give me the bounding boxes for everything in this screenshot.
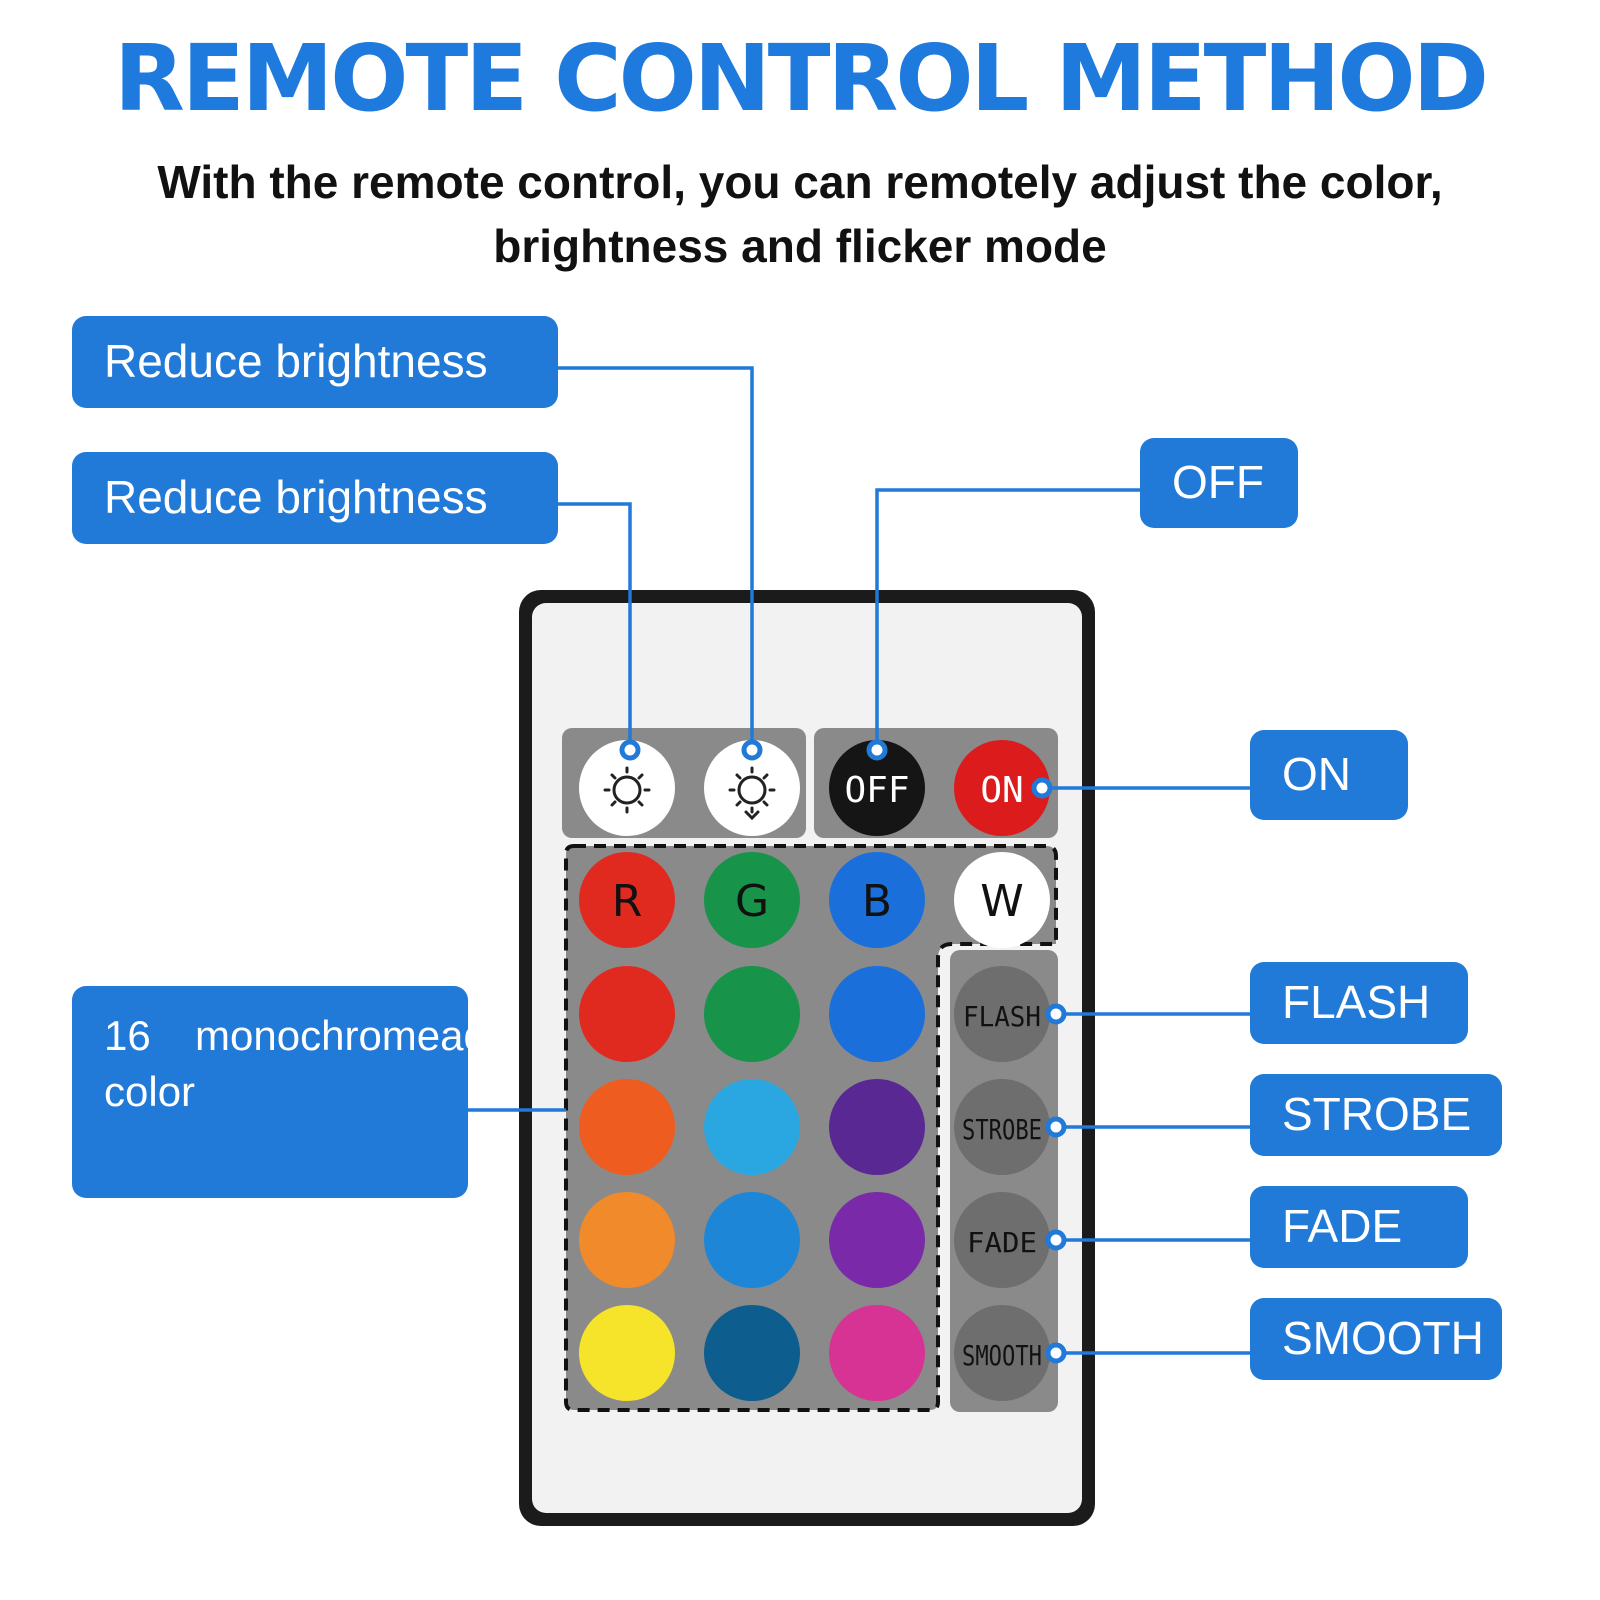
callout-16-color-line-2: monochrome xyxy=(195,1012,441,1059)
callout-fade: FADE xyxy=(1250,1186,1468,1268)
color-button-r2-c2[interactable] xyxy=(704,1079,800,1175)
white-button[interactable]: W xyxy=(954,852,1050,948)
callout-reduce-brightness-top: Reduce brightness xyxy=(72,316,558,408)
dot-off xyxy=(866,739,888,761)
smooth-button[interactable]: SMOOTH xyxy=(954,1305,1050,1401)
callout-smooth: SMOOTH xyxy=(1250,1298,1502,1380)
connector-dots xyxy=(619,739,1067,1364)
on-button[interactable]: ON xyxy=(954,740,1050,836)
brightness-up-icon xyxy=(737,775,767,805)
callout-flash: FLASH xyxy=(1250,962,1468,1044)
dot-reduce-bottom xyxy=(619,739,641,761)
green-button[interactable]: G xyxy=(704,852,800,948)
blue-button-label: B xyxy=(862,876,892,927)
connector-reduce-top xyxy=(558,366,754,748)
color-area-dashed-outline xyxy=(564,844,1058,1412)
flash-button-label: FLASH xyxy=(963,1000,1041,1033)
dot-smooth xyxy=(1045,1342,1067,1364)
color-button-grid xyxy=(579,966,925,1401)
brightness-down-button[interactable] xyxy=(579,740,675,836)
callout-16-color-line-1: 16 color xyxy=(104,1012,196,1115)
color-button-r4-c2[interactable] xyxy=(704,1305,800,1401)
subtitle-line-1: With the remote control, you can remotel… xyxy=(157,156,1443,208)
red-button[interactable]: R xyxy=(579,852,675,948)
color-panel xyxy=(566,846,1056,1410)
color-button-r3-c1[interactable] xyxy=(579,1192,675,1288)
color-button-r2-c3[interactable] xyxy=(829,1079,925,1175)
subtitle-line-2: brightness and flicker mode xyxy=(493,220,1107,272)
green-button-label: G xyxy=(735,876,769,927)
off-button-label: OFF xyxy=(844,770,909,811)
brightness-up-button[interactable] xyxy=(704,740,800,836)
dot-on xyxy=(1031,777,1053,799)
color-button-r1-c1[interactable] xyxy=(579,966,675,1062)
strobe-button[interactable]: STROBE xyxy=(954,1079,1050,1175)
red-button-label: R xyxy=(612,876,643,927)
smooth-button-label: SMOOTH xyxy=(962,1339,1042,1372)
connector-off xyxy=(875,488,1140,748)
color-button-r1-c2[interactable] xyxy=(704,966,800,1062)
white-button-label: W xyxy=(980,876,1024,927)
dot-flash xyxy=(1045,1003,1067,1025)
color-button-r3-c2[interactable] xyxy=(704,1192,800,1288)
connector-lines xyxy=(468,366,1250,1355)
mode-panel xyxy=(950,950,1058,1412)
callout-strobe: STROBE xyxy=(1250,1074,1502,1156)
dot-strobe xyxy=(1045,1116,1067,1138)
connector-reduce-bottom xyxy=(558,502,632,748)
page-title: REMOTE CONTROL METHOD xyxy=(114,25,1489,132)
color-button-r4-c3[interactable] xyxy=(829,1305,925,1401)
color-button-r2-c1[interactable] xyxy=(579,1079,675,1175)
brightness-down-icon xyxy=(612,775,642,805)
callout-reduce-brightness-bottom: Reduce brightness xyxy=(72,452,558,544)
off-button[interactable]: OFF xyxy=(829,740,925,836)
dot-reduce-top xyxy=(741,739,763,761)
color-button-r1-c3[interactable] xyxy=(829,966,925,1062)
fade-button-label: FADE xyxy=(967,1226,1037,1259)
blue-button[interactable]: B xyxy=(829,852,925,948)
callout-on: ON xyxy=(1250,730,1408,820)
callout-off: OFF xyxy=(1140,438,1298,528)
color-button-r4-c1[interactable] xyxy=(579,1305,675,1401)
color-button-r3-c3[interactable] xyxy=(829,1192,925,1288)
flash-button[interactable]: FLASH xyxy=(954,966,1050,1062)
fade-button[interactable]: FADE xyxy=(954,1192,1050,1288)
dot-fade xyxy=(1045,1229,1067,1251)
page-subtitle: With the remote control, you can remotel… xyxy=(100,150,1500,278)
on-button-label: ON xyxy=(980,770,1023,811)
strobe-button-label: STROBE xyxy=(962,1113,1042,1146)
